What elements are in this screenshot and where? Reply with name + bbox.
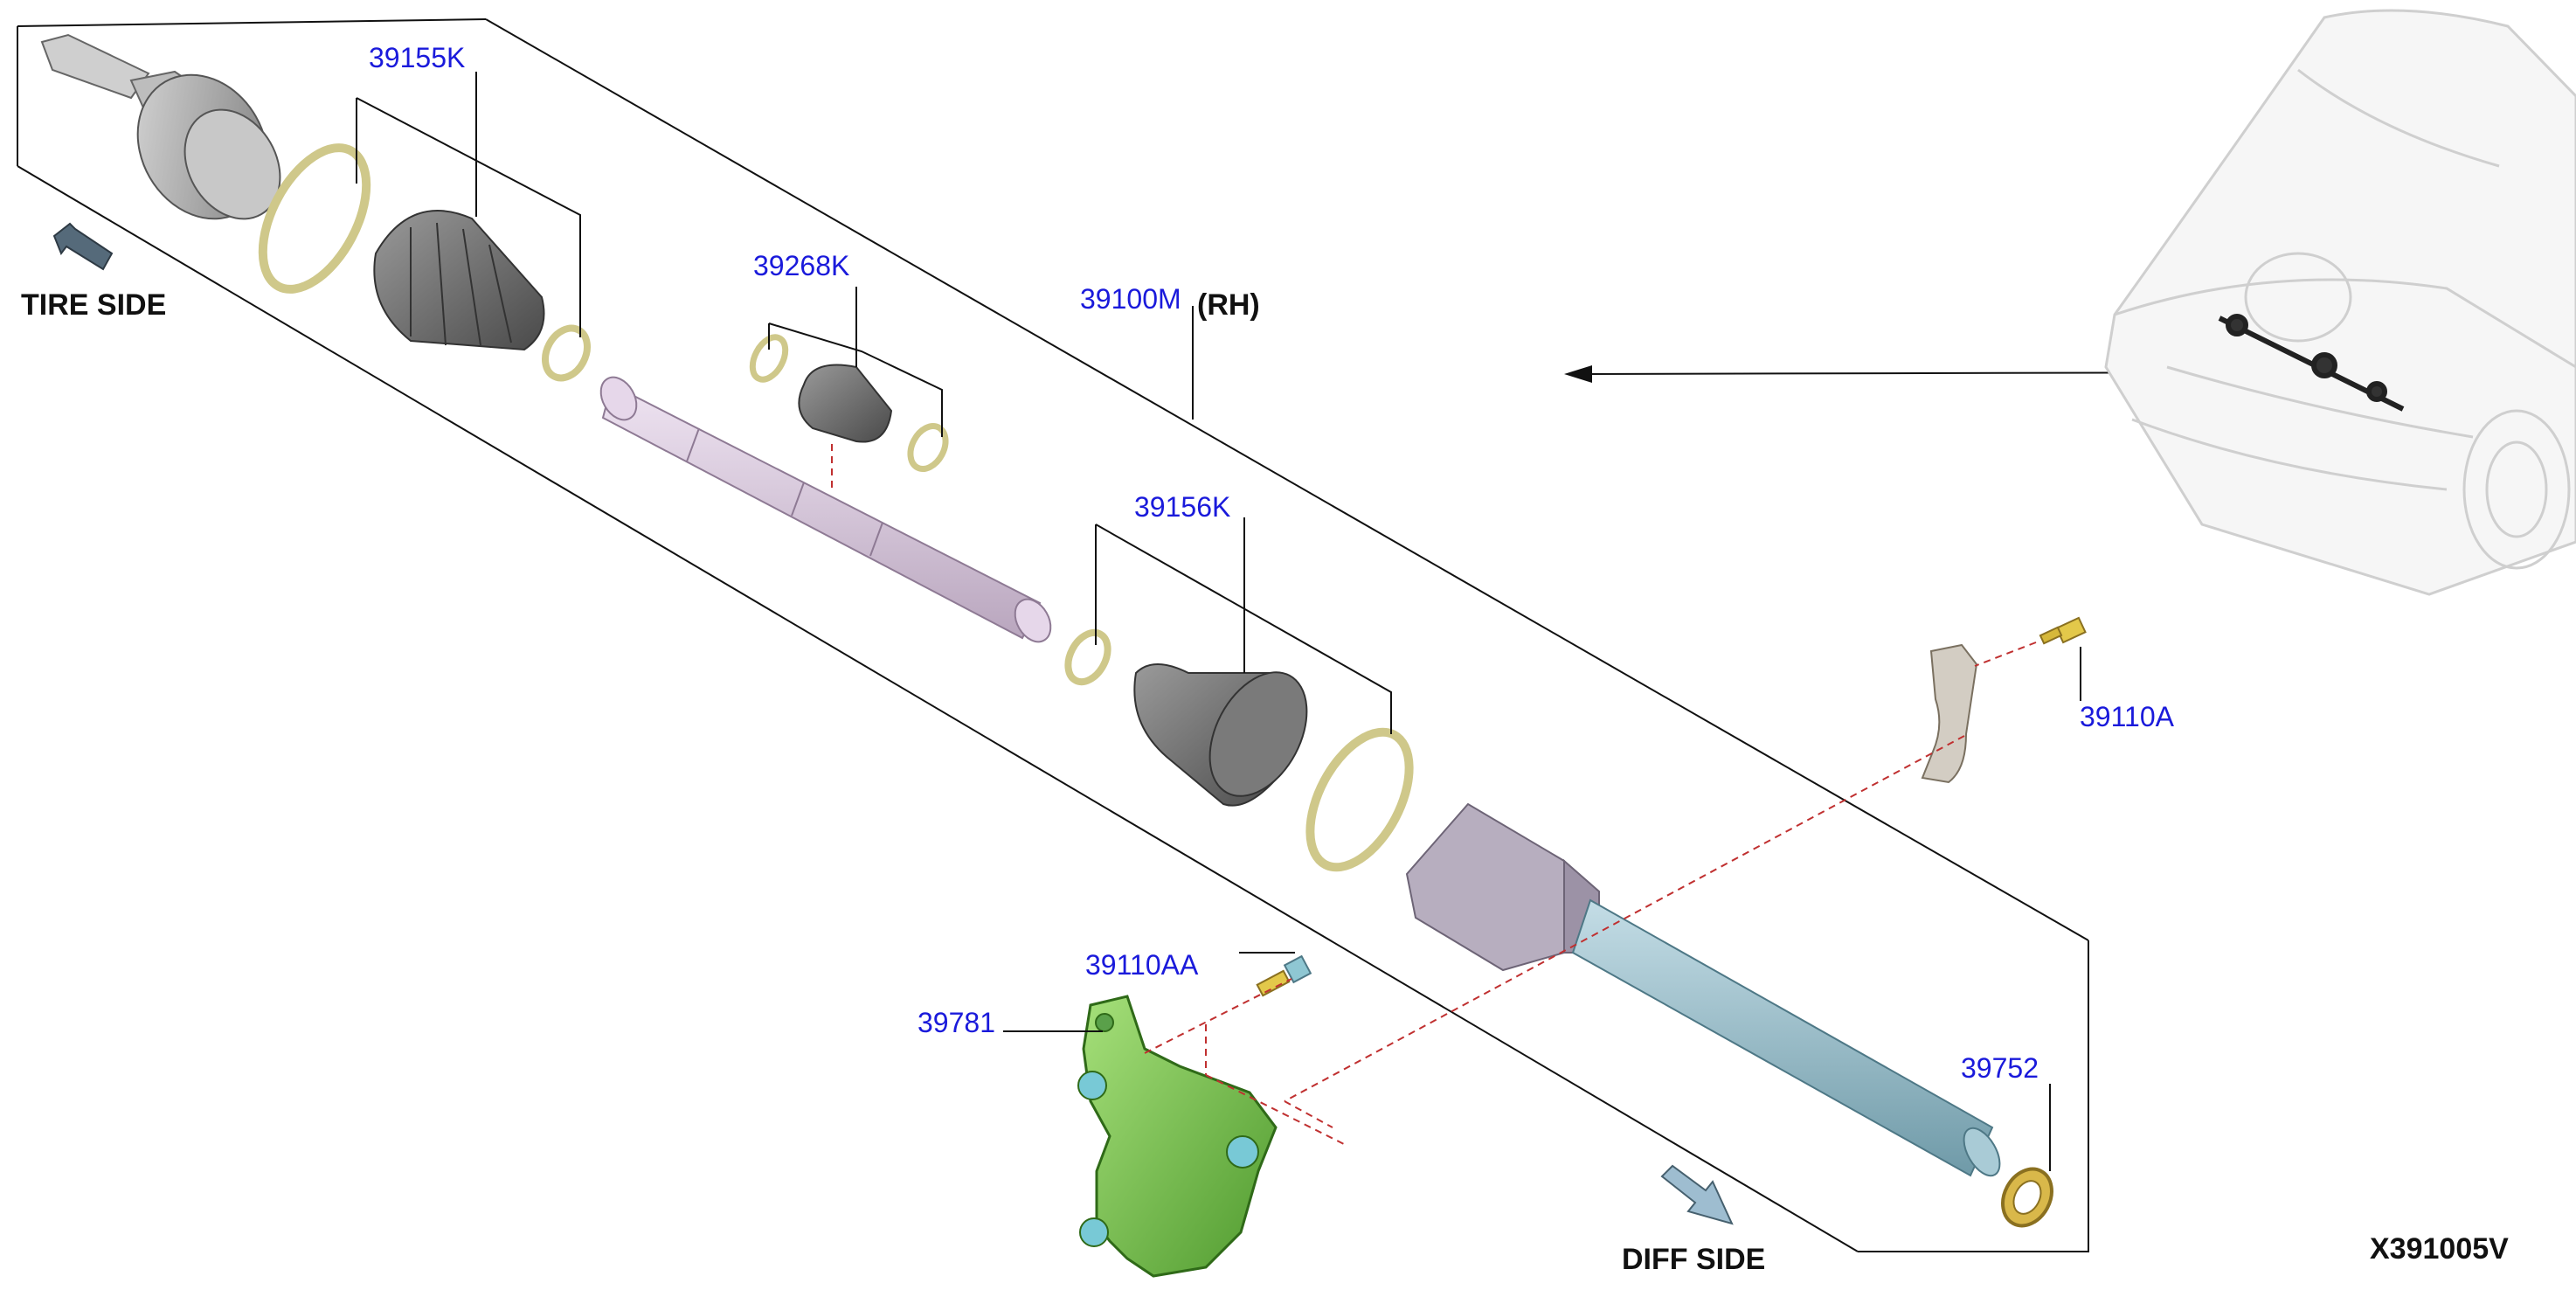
callout-39752[interactable]: 39752 <box>1961 1052 2039 1084</box>
oil-seal-bore <box>2012 1180 2042 1215</box>
tire-side-label: TIRE SIDE <box>21 288 167 322</box>
callout-39110AA[interactable]: 39110AA <box>1085 949 1199 981</box>
intermediate-shaft[interactable] <box>593 371 1057 648</box>
callout-39268K[interactable]: 39268K <box>753 250 850 281</box>
bolt-39110A[interactable] <box>2039 616 2087 645</box>
diagram-code: X391005V <box>2370 1232 2509 1266</box>
callout-leaders <box>356 72 2081 1171</box>
support-bearing-bracket[interactable] <box>1921 643 1978 784</box>
bearing-support-bracket[interactable] <box>1077 995 1278 1278</box>
tire-side-arrow-icon <box>52 222 114 271</box>
callout-39100M[interactable]: 39100M <box>1080 283 1181 315</box>
diff-side-label: DIFF SIDE <box>1622 1243 1766 1276</box>
boot-band-inner-small[interactable] <box>1060 626 1115 689</box>
outer-boot[interactable] <box>373 210 545 351</box>
inner-boot[interactable] <box>1133 655 1326 812</box>
callout-39110A[interactable]: 39110A <box>2080 701 2174 732</box>
callout-39155K[interactable]: 39155K <box>369 42 466 73</box>
damper-boot[interactable] <box>798 364 893 443</box>
boot-band-outer-small[interactable] <box>537 321 595 385</box>
alignment-lines <box>831 444 2037 1146</box>
callout-39781[interactable]: 39781 <box>918 1007 995 1038</box>
damper-band-right[interactable] <box>904 420 952 475</box>
callout-39156K[interactable]: 39156K <box>1134 491 1231 523</box>
boot-band-inner-large[interactable] <box>1290 716 1430 884</box>
vehicle-locator-inset <box>2104 9 2576 596</box>
damper-band-left[interactable] <box>746 332 793 385</box>
frame-lines <box>17 18 2089 1252</box>
outer-cv-joint[interactable] <box>40 33 299 242</box>
inner-stub-shaft[interactable] <box>1571 898 2007 1182</box>
bolt-39110AA[interactable] <box>1256 954 1312 997</box>
inner-joint-housing[interactable] <box>1405 802 1600 972</box>
diff-side-arrow-icon <box>1660 1164 1734 1225</box>
side-indicator-rh: (RH) <box>1197 288 1260 322</box>
boot-band-outer-large[interactable] <box>241 131 387 306</box>
vehicle-inset-driveshaft <box>2218 314 2405 412</box>
